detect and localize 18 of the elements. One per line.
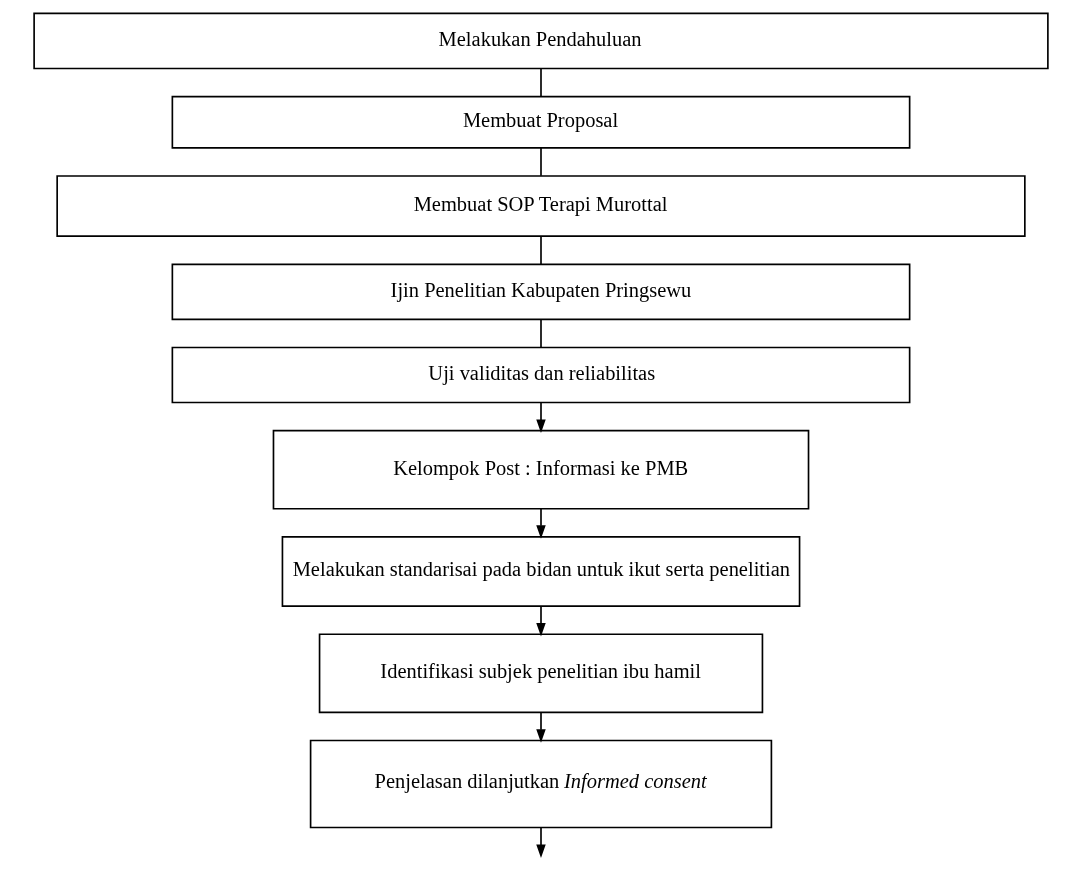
arrow [536, 827, 546, 859]
node-box: Ijin Penelitian Kabupaten Pringsewu [171, 263, 911, 321]
arrow [536, 605, 546, 637]
connector [540, 147, 542, 177]
node-box: Melakukan standarisai pada bidan untuk ikut serta penelitian [281, 536, 801, 607]
node-box: Melakukan Pendahuluan [33, 12, 1049, 70]
node-box: Uji validitas dan reliabilitas [171, 346, 911, 404]
connector [540, 68, 542, 98]
node-box: Identifikasi subjek penelitian ibu hamil [318, 633, 764, 714]
arrow [536, 711, 546, 743]
arrow [536, 402, 546, 434]
connector [540, 318, 542, 348]
node-box: Penjelasan dilanjutkan Informed consent [309, 739, 773, 829]
node-box: Kelompok Post : Informasi ke PMB [272, 429, 810, 510]
node-box: Membuat SOP Terapi Murottal [56, 175, 1026, 237]
connector [540, 235, 542, 265]
arrow [536, 508, 546, 539]
node-box: Membuat Proposal [171, 95, 911, 149]
